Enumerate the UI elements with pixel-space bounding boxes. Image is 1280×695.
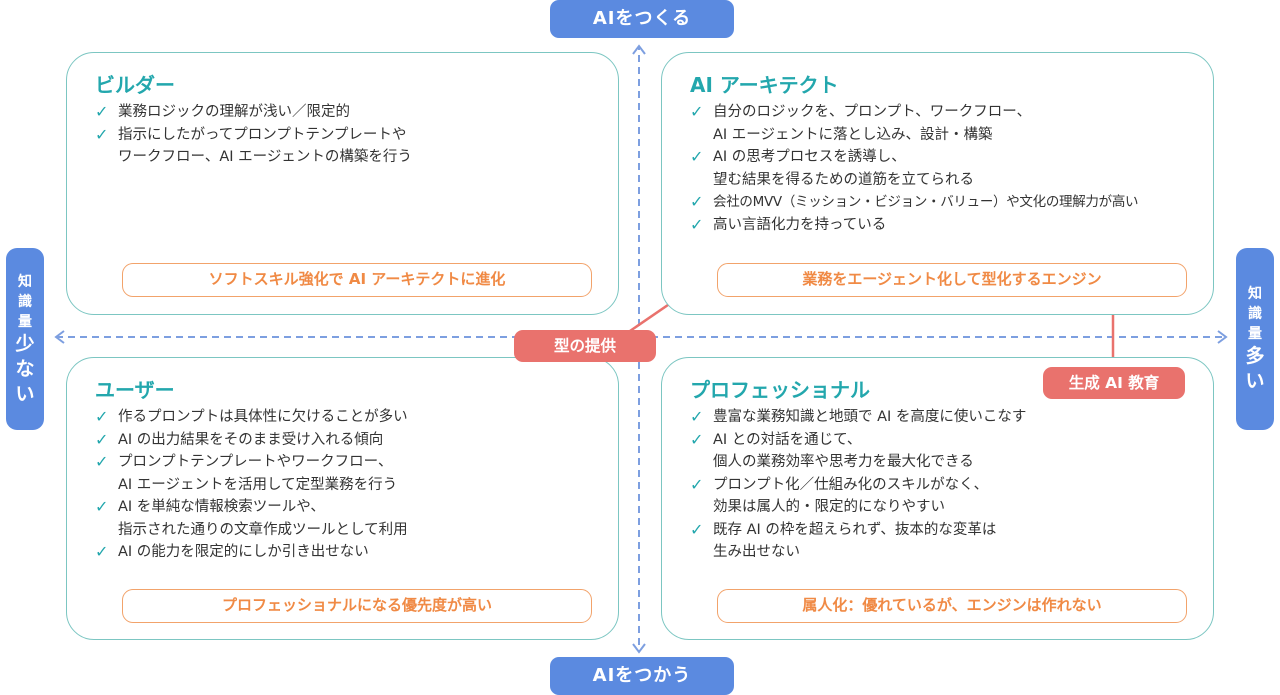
professional-callout: 属人化：優れているが、エンジンは作れない [717,589,1187,623]
list-item-text: AI の能力を限定的にしか引き出せない [118,544,369,560]
list-item: ✓ プロンプトテンプレートやワークフロー、 AI エージェントを活用して定型業務… [95,451,408,496]
kata-tag: 型の提供 [514,330,656,362]
axis-left-label-4: 少 [15,332,35,355]
list-item: ✓ 既存 AI の枠を超えられず、抜本的な変革は 生み出せない [690,519,1026,564]
architect-title: AI アーキテクト [690,73,839,97]
checkmark-icon: ✓ [690,474,704,494]
checkmark-icon: ✓ [95,407,109,426]
checkmark-icon: ✓ [690,429,704,449]
list-item-text: AI エージェントに落とし込み、設計・構築 [713,126,993,143]
list-item-text: ワークフロー、AI エージェントの構築を行う [118,149,412,165]
checkmark-icon: ✓ [690,102,704,121]
list-item: ✓ プロンプト化／仕組み化のスキルがなく、 効果は属人的・限定的になりやすい [690,474,1026,519]
checkmark-icon: ✓ [690,214,704,234]
list-item-text: AI の思考プロセスを誘導し、 [713,149,906,165]
list-item-text: 会社のMVV（ミッション・ビジョン・バリュー）や文化の理解力が高い [713,194,1139,210]
professional-title: プロフェッショナル [690,378,870,402]
list-item-text: 生み出せない [713,544,800,560]
list-item-text: 豊富な業務知識と地頭で AI を高度に使いこなす [713,409,1027,425]
list-item: ✓ AI の出力結果をそのまま受け入れる傾向 [95,429,408,452]
list-item-text: 高い言語化力を持っている [713,216,887,233]
list-item-text: プロンプト化／仕組み化のスキルがなく、 [713,476,989,493]
builder-title: ビルダー [95,73,175,97]
checkmark-icon: ✓ [690,407,704,426]
axis-left-label-1: 知 [18,273,32,290]
list-item-text: 作るプロンプトは具体性に欠けることが多い [118,409,408,425]
list-item: ✓ 会社のMVV（ミッション・ビジョン・バリュー）や文化の理解力が高い [690,191,1139,214]
list-item-text: 効果は属人的・限定的になりやすい [713,499,945,515]
user-title: ユーザー [95,378,175,402]
list-item: ✓ 高い言語化力を持っている [690,214,1138,237]
list-item: ✓ 豊富な業務知識と地頭で AI を高度に使いこなす [690,406,1026,429]
axis-right-label-3: 量 [1248,326,1262,342]
list-item: ✓ AI の能力を限定的にしか引き出せない [95,541,408,564]
architect-list: ✓ 自分のロジックを、プロンプト、ワークフロー、 AI エージェントに落とし込み… [690,101,1139,237]
checkmark-icon: ✓ [95,429,109,449]
list-item-text: 既存 AI の枠を超えられず、抜本的な変革は [713,521,997,538]
list-item: ✓ 作るプロンプトは具体性に欠けることが多い [95,406,408,429]
professional-list: ✓ 豊富な業務知識と地頭で AI を高度に使いこなす ✓ AI との対話を通じて… [690,406,1026,564]
axis-right-label-1: 知 [1248,286,1262,302]
axis-right-label-4: 多 [1245,345,1265,367]
checkmark-icon: ✓ [95,102,109,121]
list-item: ✓ 自分のロジックを、プロンプト、ワークフロー、 AI エージェントに落とし込み… [690,101,1138,146]
quadrant-user: ユーザー ✓ 作るプロンプトは具体性に欠けることが多い ✓ AI の出力結果をそ… [66,357,619,640]
checkmark-icon: ✓ [95,452,109,471]
axis-bottom-label: AIをつかう [550,657,734,695]
list-item-text: プロンプトテンプレートやワークフロー、 [118,454,393,470]
education-tag: 生成 AI 教育 [1043,367,1185,399]
quadrant-architect: AI アーキテクト ✓ 自分のロジックを、プロンプト、ワークフロー、 AI エー… [661,52,1214,315]
user-list: ✓ 作るプロンプトは具体性に欠けることが多い ✓ AI の出力結果をそのまま受け… [95,406,408,564]
checkmark-icon: ✓ [95,124,109,144]
user-callout: プロフェッショナルになる優先度が高い [122,589,592,623]
axis-right-label: 知 識 量 多 い [1236,248,1274,430]
quadrant-builder: ビルダー ✓ 業務ロジックの理解が浅い／限定的 ✓ 指示にしたがってプロンプトテ… [66,52,619,315]
axis-left-label-2: 識 [18,293,32,310]
quadrant-professional: プロフェッショナル ✓ 豊富な業務知識と地頭で AI を高度に使いこなす ✓ A… [661,357,1214,640]
list-item-text: AI の出力結果をそのまま受け入れる傾向 [118,431,384,448]
axis-right-label-5: い [1245,370,1265,392]
list-item-text: 指示された通りの文章作成ツールとして利用 [118,521,408,538]
list-item: ✓ AI の思考プロセスを誘導し、 望む結果を得るための道筋を立てられる [690,146,1138,191]
axis-right-label-2: 識 [1248,306,1262,322]
checkmark-icon: ✓ [95,497,109,516]
axis-top-label: AIをつくる [550,0,734,38]
list-item: ✓ AI を単純な情報検索ツールや、 指示された通りの文章作成ツールとして利用 [95,496,408,541]
list-item-text: 業務ロジックの理解が浅い／限定的 [118,104,350,120]
list-item: ✓ AI との対話を通じて、 個人の業務効率や思考力を最大化できる [690,429,1026,474]
builder-callout: ソフトスキル強化で AI アーキテクトに進化 [122,263,592,297]
checkmark-icon: ✓ [690,147,704,166]
checkmark-icon: ✓ [690,192,704,211]
list-item-text: AI エージェントを活用して定型業務を行う [118,476,398,493]
list-item: ✓ 指示にしたがってプロンプトテンプレートや ワークフロー、AI エージェントの… [95,124,412,169]
axis-left-label-3: 量 [18,313,32,330]
list-item-text: AI との対話を通じて、 [713,431,862,448]
list-item-text: 自分のロジックを、プロンプト、ワークフロー、 [713,104,1032,120]
list-item-text: AI を単純な情報検索ツールや、 [118,499,325,515]
architect-callout: 業務をエージェント化して型化するエンジン [717,263,1187,297]
axis-left-label-6: い [15,382,35,405]
axis-left-label: 知 識 量 少 な い [6,248,44,430]
list-item-text: 望む結果を得るための道筋を立てられる [713,171,974,188]
checkmark-icon: ✓ [690,519,704,539]
list-item: ✓ 業務ロジックの理解が浅い／限定的 [95,101,412,124]
checkmark-icon: ✓ [95,542,109,561]
axis-left-label-5: な [15,357,35,380]
builder-list: ✓ 業務ロジックの理解が浅い／限定的 ✓ 指示にしたがってプロンプトテンプレート… [95,101,412,169]
list-item-text: 個人の業務効率や思考力を最大化できる [713,454,974,470]
list-item-text: 指示にしたがってプロンプトテンプレートや [118,126,407,143]
